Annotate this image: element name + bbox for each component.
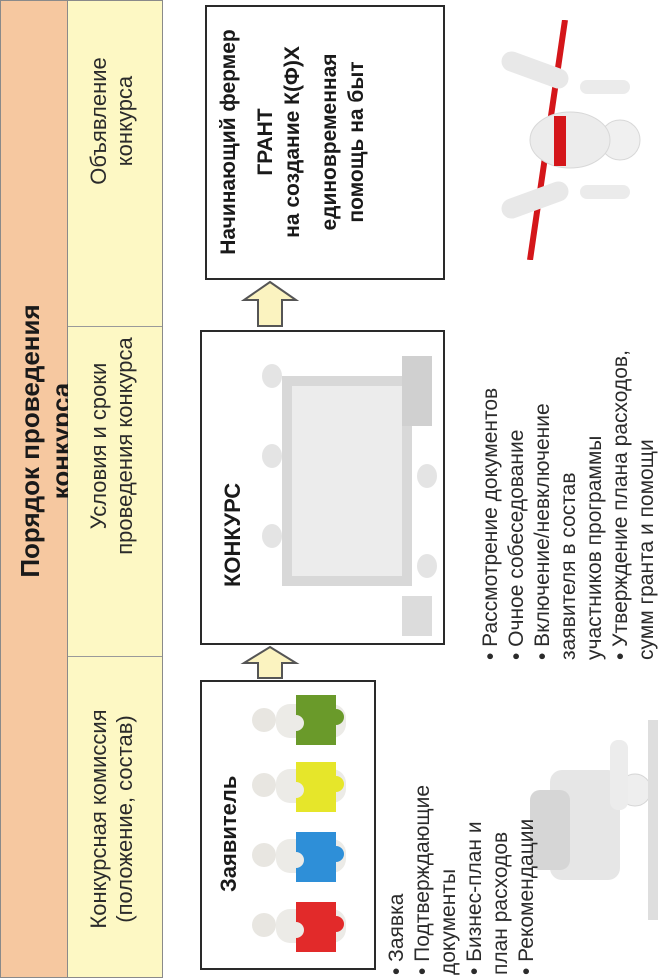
- list-item: • Бизнес-план и: [463, 821, 486, 975]
- arrow-contest-to-result: [240, 280, 300, 327]
- result-aid: единовременная: [318, 53, 341, 231]
- header-title-strip: Порядок проведения конкурса: [0, 0, 76, 978]
- list-item: • Подтверждающие: [411, 784, 434, 975]
- result-aid-purpose: помощь на быт: [345, 61, 368, 223]
- contest-title: КОНКУРС: [220, 482, 245, 587]
- list-item: • Утверждение плана расходов,: [609, 350, 632, 660]
- header-items-strip: Объявление конкурса Условия и сроки пров…: [68, 0, 163, 978]
- list-item: участников программы: [583, 435, 606, 660]
- list-item: • Очное собеседование: [505, 429, 528, 660]
- list-item: • Включение/невключение: [531, 403, 554, 660]
- header-item-commission: Конкурсная комиссия (положение, состав): [86, 709, 137, 929]
- list-item: • Заявка: [385, 893, 408, 975]
- list-item: сумм гранта и помощи: [635, 439, 658, 660]
- list-item: план расходов: [489, 831, 512, 975]
- applicant-box: Заявитель: [200, 680, 376, 970]
- applicant-bullets: • Заявка • Подтверждающие документы • Би…: [384, 785, 540, 975]
- header-item-announcement: Объявление конкурса: [86, 57, 137, 185]
- list-item: документы: [437, 868, 460, 975]
- result-grant: ГРАНТ: [254, 108, 277, 176]
- list-item: • Рекомендации: [515, 818, 538, 975]
- contest-bullets: • Рассмотрение документов • Очное собесе…: [478, 350, 660, 660]
- page-title: Порядок проведения конкурса: [15, 304, 76, 578]
- contest-box: КОНКУРС: [200, 330, 445, 645]
- header-item-conditions: Условия и сроки проведения конкурса: [86, 337, 137, 555]
- result-box: Начинающий фермер ГРАНТ на создание К(Ф)…: [205, 5, 445, 280]
- puzzle-people-icon: [252, 695, 346, 952]
- result-farmer: Начинающий фермер: [217, 29, 240, 255]
- meeting-table-icon: [262, 356, 437, 636]
- result-grant-purpose: на создание К(Ф)Х: [281, 46, 304, 238]
- arrow-applicant-to-contest: [240, 645, 300, 679]
- list-item: заявителя в состав: [557, 472, 580, 660]
- finish-line-runner-icon: [501, 20, 641, 260]
- applicant-title: Заявитель: [216, 775, 241, 892]
- list-item: • Рассмотрение документов: [479, 387, 502, 660]
- thinking-person-icon: [530, 720, 658, 920]
